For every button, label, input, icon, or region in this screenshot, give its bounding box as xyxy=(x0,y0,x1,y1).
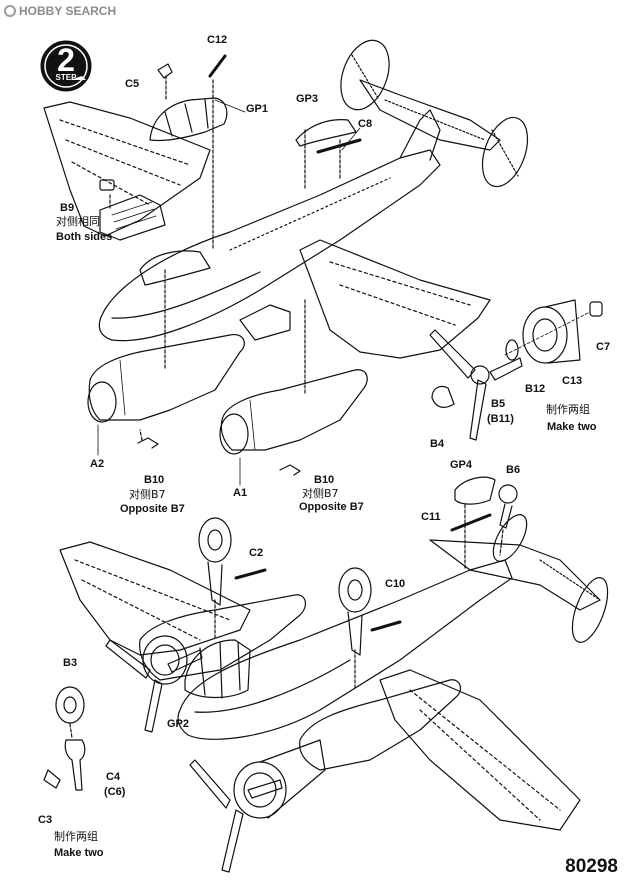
label-opposite-en-left: Opposite B7 xyxy=(120,503,185,515)
label-make-two-en-right: Make two xyxy=(547,421,597,433)
label-b9: B9 xyxy=(60,202,75,214)
label-b3: B3 xyxy=(63,657,78,669)
label-b9-en: Both sides xyxy=(56,231,113,243)
label-c8: C8 xyxy=(358,118,373,130)
label-b6: B6 xyxy=(506,464,521,476)
label-c12: C12 xyxy=(207,34,228,46)
label-b5: B5 xyxy=(491,398,506,410)
upper-aircraft-drawing xyxy=(43,39,603,486)
label-gp3: GP3 xyxy=(296,93,319,105)
label-gp4: GP4 xyxy=(450,459,473,471)
product-code: 80298 xyxy=(565,856,618,877)
step-word: STEP xyxy=(55,73,77,82)
label-gp1: GP1 xyxy=(246,103,269,115)
label-b9-cn: 对侧相同 xyxy=(56,215,100,228)
label-make-two-cn-right: 制作两组 xyxy=(546,403,590,416)
step-number: 2 xyxy=(57,42,75,78)
label-b4: B4 xyxy=(430,438,445,450)
label-c11: C11 xyxy=(421,511,441,523)
lower-aircraft-drawing xyxy=(43,476,609,873)
label-a1: A1 xyxy=(233,487,248,499)
label-a2: A2 xyxy=(90,458,105,470)
step-badge: 2 STEP xyxy=(40,40,92,92)
label-make-two-cn-left: 制作两组 xyxy=(54,830,98,843)
label-opposite-en-right: Opposite B7 xyxy=(299,501,364,513)
label-gp2: GP2 xyxy=(167,718,190,730)
label-c13: C13 xyxy=(562,375,583,387)
upper-propeller-drawing xyxy=(429,329,523,441)
label-opposite-cn-right: 对侧B7 xyxy=(302,487,339,500)
label-b11: (B11) xyxy=(487,413,514,425)
label-opposite-cn-left: 对侧B7 xyxy=(129,488,166,501)
label-c5: C5 xyxy=(125,78,140,90)
watermark-text: HOBBY SEARCH xyxy=(19,4,117,18)
hobby-search-logo-icon xyxy=(4,5,16,17)
label-c7: C7 xyxy=(596,341,611,353)
label-c3: C3 xyxy=(38,814,53,826)
label-c6: (C6) xyxy=(104,786,126,798)
watermark: HOBBY SEARCH xyxy=(4,4,116,18)
label-b10-right: B10 xyxy=(314,474,335,486)
label-b10-left: B10 xyxy=(144,474,165,486)
label-b12: B12 xyxy=(525,383,546,395)
label-c4: C4 xyxy=(106,771,121,783)
label-make-two-en-left: Make two xyxy=(54,847,104,859)
label-c10: C10 xyxy=(385,578,406,590)
label-c2: C2 xyxy=(249,547,264,559)
